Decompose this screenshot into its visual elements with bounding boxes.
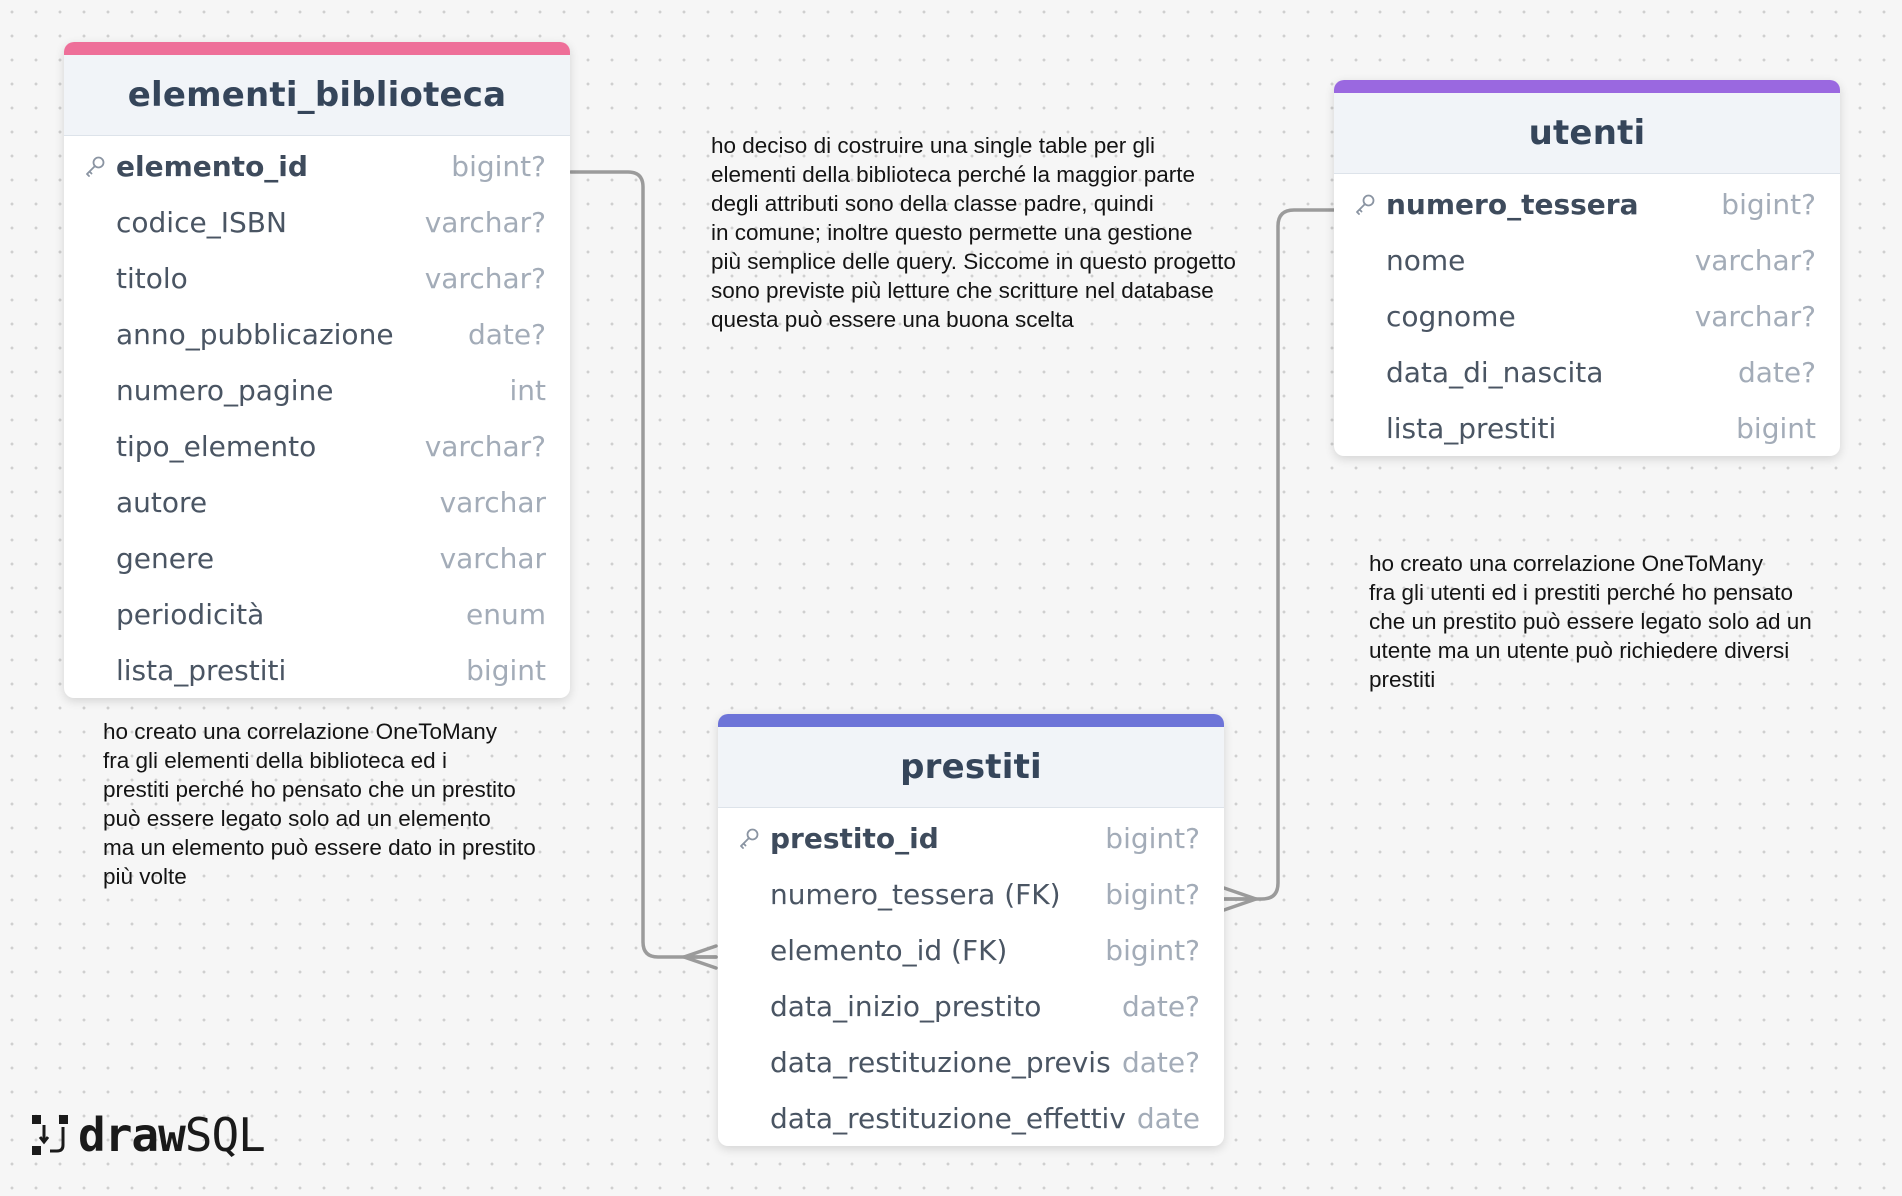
table-elementi-biblioteca[interactable]: elementi_biblioteca elemento_id bigint? co…: [64, 42, 570, 698]
table-header[interactable]: utenti: [1334, 93, 1840, 174]
column-type: varchar?: [1694, 299, 1816, 333]
table-accent-bar: [1334, 80, 1840, 93]
column-row-anno-pubblicazione[interactable]: anno_pubblicazione date?: [64, 306, 570, 362]
column-type: varchar?: [424, 261, 546, 295]
column-name: tipo_elemento: [116, 429, 317, 463]
column-type: date?: [1122, 1045, 1200, 1079]
column-name: data_restituzione_prevista: [770, 1045, 1110, 1079]
column-type: bigint?: [1721, 187, 1816, 221]
column-row-lista-prestiti[interactable]: lista_prestiti bigint: [1334, 400, 1840, 456]
column-type: bigint: [466, 653, 546, 687]
column-name: anno_pubblicazione: [116, 317, 394, 351]
connector-elementi-prestiti[interactable]: [569, 170, 718, 959]
column-row-autore[interactable]: autore varchar: [64, 474, 570, 530]
column-type: bigint: [1736, 411, 1816, 445]
table-utenti[interactable]: utenti numero_tessera bigint? nome varchar?…: [1334, 80, 1840, 456]
column-name: prestito_id: [770, 821, 939, 855]
note-single-table[interactable]: ho deciso di costruire una single table …: [711, 133, 1236, 332]
column-name: elemento_id: [116, 149, 308, 183]
drawsql-logo-text: drawSQL: [78, 1108, 266, 1162]
column-name: data_inizio_prestito: [770, 989, 1042, 1023]
column-type: varchar: [439, 485, 546, 519]
column-name: cognome: [1386, 299, 1516, 333]
column-type: date?: [1122, 989, 1200, 1023]
column-type: enum: [466, 597, 546, 631]
table-title: prestiti: [900, 747, 1042, 787]
column-row-codice-isbn[interactable]: codice_ISBN varchar?: [64, 194, 570, 250]
key-icon: [738, 827, 760, 849]
column-name: genere: [116, 541, 215, 575]
column-name: numero_tessera (FK): [770, 877, 1061, 911]
column-row-tipo-elemento[interactable]: tipo_elemento varchar?: [64, 418, 570, 474]
column-type: varchar?: [1694, 243, 1816, 277]
column-name: data_restituzione_effettiva: [770, 1101, 1125, 1135]
column-row-lista-prestiti[interactable]: lista_prestiti bigint: [64, 642, 570, 698]
column-name: periodicità: [116, 597, 265, 631]
table-accent-bar: [64, 42, 570, 55]
column-row-data-di-nascita[interactable]: data_di_nascita date?: [1334, 344, 1840, 400]
crowfoot-elementi-prestiti: [682, 944, 718, 970]
table-title: elementi_biblioteca: [127, 75, 507, 115]
drawsql-logo-icon: [32, 1115, 68, 1155]
column-row-titolo[interactable]: titolo varchar?: [64, 250, 570, 306]
column-type: bigint?: [451, 149, 546, 183]
column-type: int: [509, 373, 546, 407]
key-icon: [84, 155, 106, 177]
key-slot: [1354, 193, 1386, 215]
column-row-data-inizio-prestito[interactable]: data_inizio_prestito date?: [718, 978, 1224, 1034]
column-row-elemento-id-fk[interactable]: elemento_id (FK) bigint?: [718, 922, 1224, 978]
key-icon: [1354, 193, 1376, 215]
column-name: nome: [1386, 243, 1466, 277]
column-name: lista_prestiti: [116, 653, 287, 687]
column-name: lista_prestiti: [1386, 411, 1557, 445]
column-type: date?: [468, 317, 546, 351]
column-row-periodicit[interactable]: periodicità enum: [64, 586, 570, 642]
connector-utenti-prestiti[interactable]: [1222, 208, 1336, 901]
column-type: varchar?: [424, 429, 546, 463]
table-title: utenti: [1528, 113, 1646, 153]
column-row-genere[interactable]: genere varchar: [64, 530, 570, 586]
column-type: bigint?: [1105, 821, 1200, 855]
column-type: date?: [1738, 355, 1816, 389]
crowfoot-utenti-prestiti: [1222, 886, 1258, 912]
column-name: elemento_id (FK): [770, 933, 1008, 967]
table-header[interactable]: elementi_biblioteca: [64, 55, 570, 136]
key-slot: [738, 827, 770, 849]
column-row-prestito-id[interactable]: prestito_id bigint?: [718, 810, 1224, 866]
column-name: autore: [116, 485, 208, 519]
column-name: data_di_nascita: [1386, 355, 1604, 389]
column-type: varchar: [439, 541, 546, 575]
column-row-numero-tessera[interactable]: numero_tessera bigint?: [1334, 176, 1840, 232]
column-type: varchar?: [424, 205, 546, 239]
column-row-numero-tessera-fk[interactable]: numero_tessera (FK) bigint?: [718, 866, 1224, 922]
column-name: numero_pagine: [116, 373, 334, 407]
note-elementi-prestiti[interactable]: ho creato una correlazione OneToMany fra…: [103, 719, 536, 889]
table-accent-bar: [718, 714, 1224, 727]
column-type: bigint?: [1105, 877, 1200, 911]
note-utenti-prestiti[interactable]: ho creato una correlazione OneToMany fra…: [1369, 551, 1812, 692]
column-row-nome[interactable]: nome varchar?: [1334, 232, 1840, 288]
table-header[interactable]: prestiti: [718, 727, 1224, 808]
column-row-numero-pagine[interactable]: numero_pagine int: [64, 362, 570, 418]
column-row-data-restituzione-effettiva[interactable]: data_restituzione_effettiva date: [718, 1090, 1224, 1146]
column-type: date: [1136, 1101, 1200, 1135]
column-list: prestito_id bigint? numero_tessera (FK) big…: [718, 808, 1224, 1146]
column-row-data-restituzione-prevista[interactable]: data_restituzione_prevista date?: [718, 1034, 1224, 1090]
column-name: numero_tessera: [1386, 187, 1639, 221]
column-name: titolo: [116, 261, 188, 295]
column-type: bigint?: [1105, 933, 1200, 967]
key-slot: [84, 155, 116, 177]
column-row-cognome[interactable]: cognome varchar?: [1334, 288, 1840, 344]
drawsql-logo: drawSQL: [30, 1108, 266, 1162]
column-row-elemento-id[interactable]: elemento_id bigint?: [64, 138, 570, 194]
column-name: codice_ISBN: [116, 205, 287, 239]
